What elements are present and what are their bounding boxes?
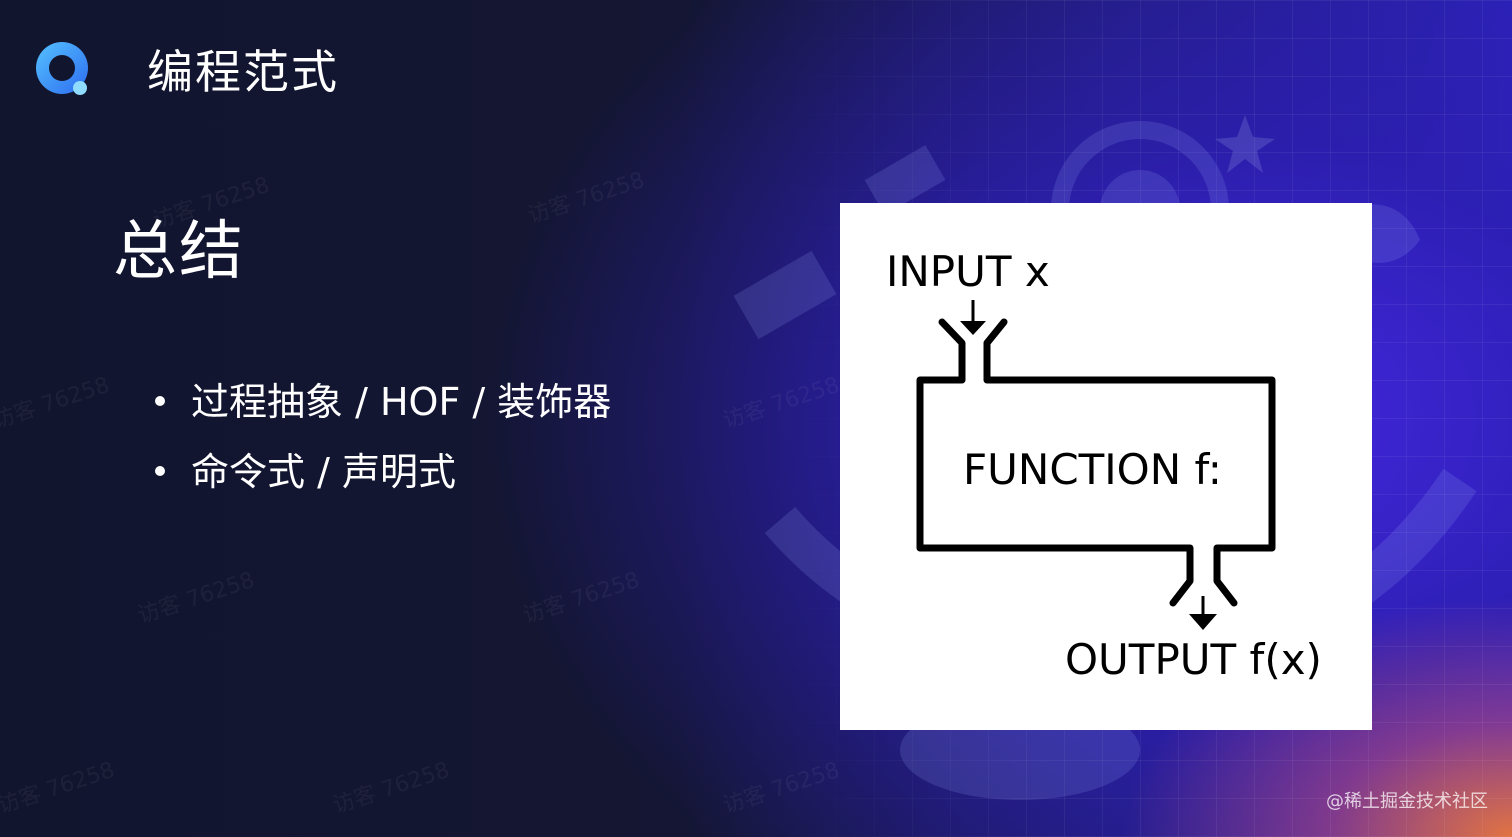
list-item: 命令式 / 声明式 <box>155 448 611 518</box>
q-logo-icon <box>36 42 88 95</box>
section-title: 总结 <box>113 215 245 289</box>
diagram-function-label: FUNCTION f: <box>963 445 1222 494</box>
footer-credit: @稀土掘金技术社区 <box>1326 791 1488 812</box>
diagram-output-label: OUTPUT f(x) <box>1065 635 1322 684</box>
watermark: 访客 76258 <box>524 167 648 229</box>
watermark: 访客 76258 <box>134 567 258 629</box>
summary-list: 过程抽象 / HOF / 装饰器 命令式 / 声明式 <box>155 378 611 518</box>
list-item-text: 过程抽象 / HOF / 装饰器 <box>191 380 612 424</box>
function-diagram: INPUT x FUNCTION f: OUTPUT f(x) <box>840 203 1372 730</box>
input-arrow-head-icon <box>960 321 986 335</box>
watermark: 访客 76258 <box>329 757 453 819</box>
bullet-dot-icon <box>155 396 165 406</box>
function-box-outline-left <box>916 318 1194 607</box>
function-diagram-svg: INPUT x FUNCTION f: OUTPUT f(x) <box>886 247 1322 684</box>
output-arrow-head-icon <box>1189 614 1217 630</box>
list-item-text: 命令式 / 声明式 <box>191 450 456 494</box>
function-box-outline-right <box>983 318 1276 607</box>
watermark: 访客 76258 <box>0 372 113 434</box>
list-item: 过程抽象 / HOF / 装饰器 <box>155 378 611 448</box>
diagram-input-label: INPUT x <box>886 247 1050 296</box>
page-title: 编程范式 <box>147 45 339 99</box>
bullet-dot-icon <box>155 466 165 476</box>
watermark: 访客 76258 <box>519 567 643 629</box>
watermark: 访客 76258 <box>0 757 118 819</box>
